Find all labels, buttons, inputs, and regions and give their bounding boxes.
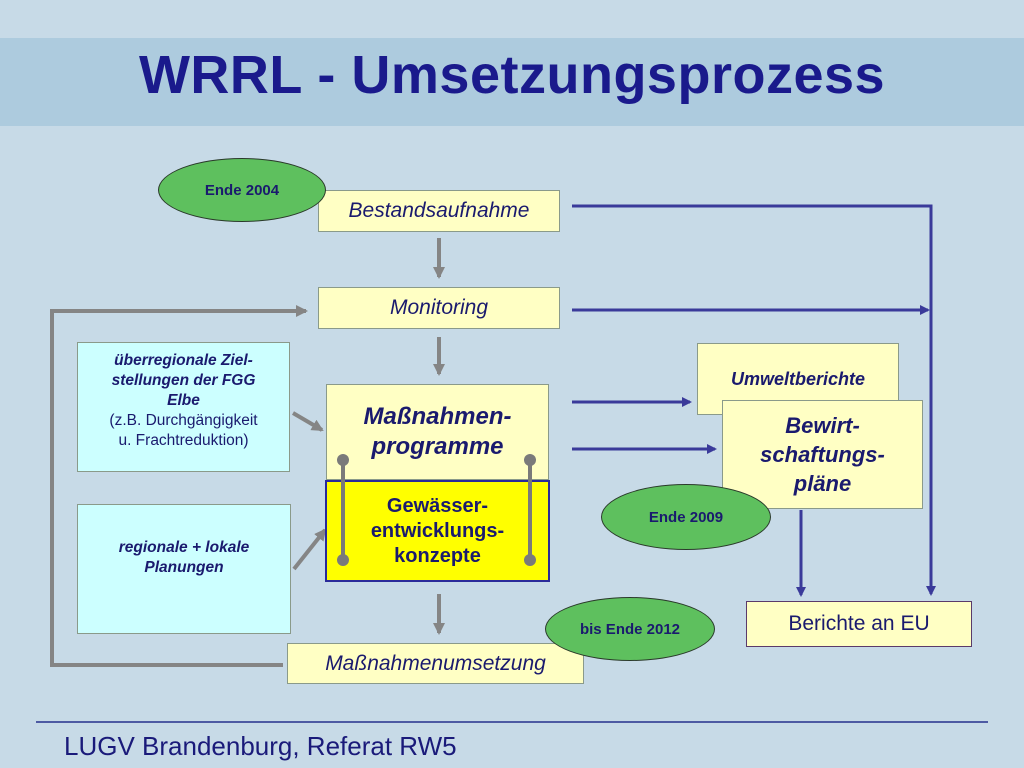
node-gewaesserentwicklungskonzepte: Gewässer- entwicklungs- konzepte bbox=[325, 480, 550, 582]
ueberregional-line2: stellungen der FGG bbox=[111, 372, 256, 389]
feedback-loop-arrow bbox=[50, 305, 308, 667]
gewaesser-line3: konzepte bbox=[394, 544, 481, 567]
regional-line1: regionale + lokale bbox=[118, 539, 250, 556]
title-band bbox=[0, 38, 1024, 126]
massnahmen-line2: programme bbox=[371, 433, 504, 460]
gewaesser-line1: Gewässer- bbox=[386, 494, 489, 517]
node-berichte-an-eu: Berichte an EU bbox=[746, 601, 972, 647]
milestone-bis-ende-2012: bis Ende 2012 bbox=[545, 597, 715, 661]
ueberregional-line4: (z.B. Durchgängigkeit bbox=[109, 412, 258, 429]
node-bestandsaufnahme: Bestandsaufnahme bbox=[318, 190, 560, 232]
input-ueberregionale-zielstellungen: überregionale Ziel- stellungen der FGG E… bbox=[77, 342, 290, 472]
node-massnahmenprogramme: Maßnahmen- programme bbox=[326, 384, 549, 480]
node-bewirtschaftungsplaene: Bewirt- schaftungs- pläne bbox=[722, 400, 923, 509]
massnahmen-line1: Maßnahmen- bbox=[363, 403, 512, 430]
link-dot-right-top bbox=[524, 454, 536, 466]
arrow-ueberregional bbox=[291, 411, 324, 432]
ueberregional-line1: überregionale Ziel- bbox=[114, 352, 253, 369]
bewirt-line2: schaftungs- bbox=[760, 442, 885, 467]
node-massnahmenumsetzung: Maßnahmenumsetzung bbox=[287, 643, 584, 684]
link-dot-left-bottom bbox=[337, 554, 349, 566]
slide-title: WRRL - Umsetzungsprozess bbox=[138, 45, 886, 105]
link-dot-right-bottom bbox=[524, 554, 536, 566]
regional-line2: Planungen bbox=[144, 559, 224, 576]
bewirt-line1: Bewirt- bbox=[785, 413, 860, 438]
input-regionale-lokale-planungen: regionale + lokale Planungen bbox=[77, 504, 291, 634]
ueberregional-line5: u. Frachtreduktion) bbox=[118, 432, 249, 449]
footer-divider bbox=[36, 721, 988, 723]
bewirt-line3: pläne bbox=[793, 471, 852, 496]
arrow-bestand-to-eu bbox=[572, 204, 936, 596]
ueberregional-line3: Elbe bbox=[167, 392, 200, 409]
link-dot-left-top bbox=[337, 454, 349, 466]
milestone-ende-2009: Ende 2009 bbox=[601, 484, 771, 550]
gewaesser-line2: entwicklungs- bbox=[370, 519, 505, 542]
arrow-regional bbox=[292, 528, 327, 571]
milestone-ende-2004: Ende 2004 bbox=[158, 158, 326, 222]
node-monitoring: Monitoring bbox=[318, 287, 560, 329]
footer-text: LUGV Brandenburg, Referat RW5 bbox=[64, 731, 457, 761]
